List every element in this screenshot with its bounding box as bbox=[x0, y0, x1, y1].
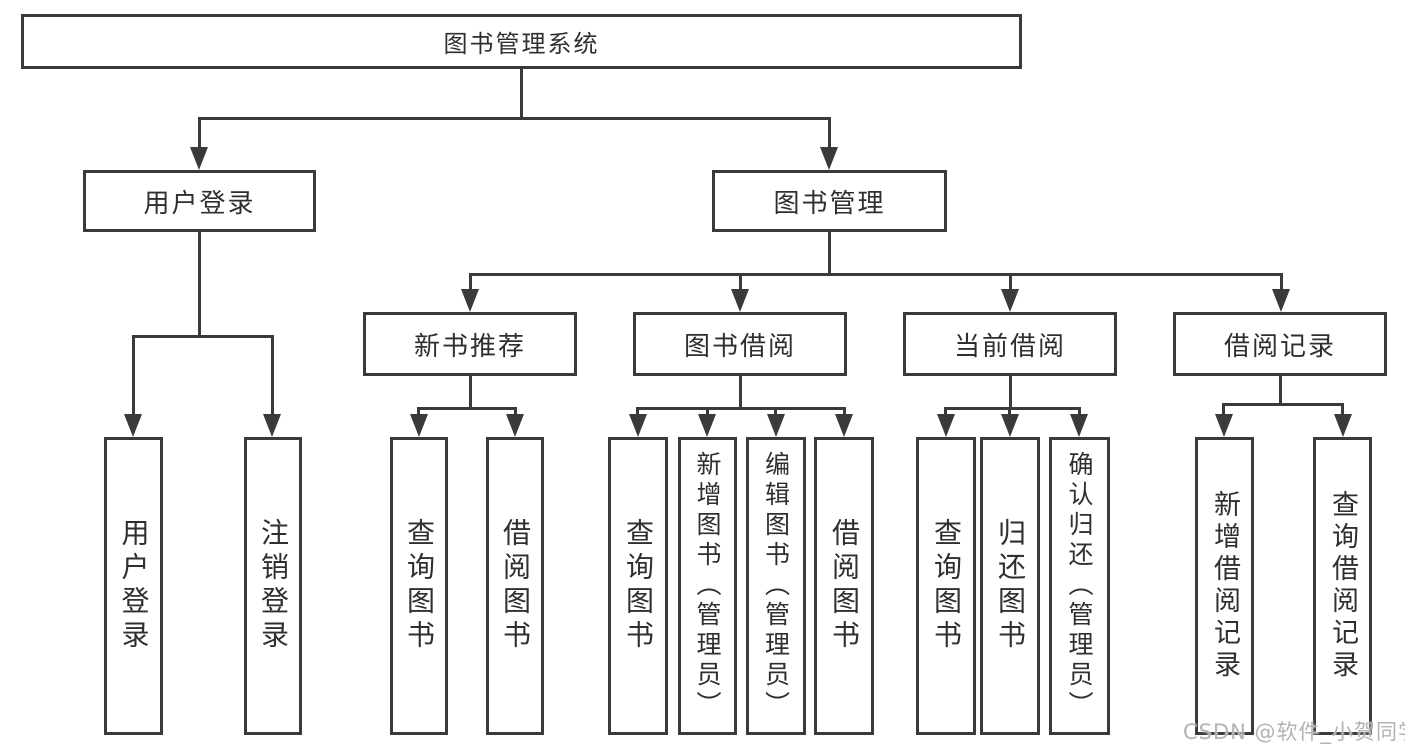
node-current-borrow: 当前借阅 bbox=[903, 312, 1117, 376]
leaf-query-books-1: 查询图书 bbox=[390, 437, 448, 735]
arrow-to-confirm-return bbox=[1070, 414, 1088, 437]
leaf-query-borrow-record: 查询借阅记录 bbox=[1313, 437, 1372, 735]
arrow-to-book-management bbox=[820, 147, 838, 170]
connector-user-login-hline bbox=[132, 335, 274, 338]
connector-l3-stem-3 bbox=[1009, 273, 1012, 295]
connector-leaf-logout-stem bbox=[271, 335, 274, 420]
leaf-borrow-books-2: 借阅图书 bbox=[814, 437, 874, 735]
arrow-to-query-books-2 bbox=[629, 414, 647, 437]
node-user-login: 用户登录 bbox=[83, 170, 316, 232]
arrow-to-current-borrow bbox=[1001, 289, 1019, 312]
node-book-management: 图书管理 bbox=[712, 170, 947, 232]
leaf-return-books: 归还图书 bbox=[980, 437, 1040, 735]
connector-level2-hline bbox=[198, 117, 831, 120]
node-borrow-record-label: 借阅记录 bbox=[1223, 331, 1336, 362]
leaf-add-book-admin: 新增图书（管理员） bbox=[678, 437, 737, 735]
node-book-management-label: 图书管理 bbox=[773, 188, 886, 219]
arrow-to-leaf-logout bbox=[263, 414, 281, 437]
node-book-borrow: 图书借阅 bbox=[633, 312, 847, 376]
node-new-book-recommend-label: 新书推荐 bbox=[413, 331, 526, 362]
node-user-login-label: 用户登录 bbox=[143, 188, 256, 219]
leaf-confirm-return-admin: 确认归还（管理员） bbox=[1049, 437, 1110, 735]
connector-new-book-down bbox=[469, 376, 472, 409]
connector-level3-hline bbox=[469, 273, 1283, 276]
node-root-label: 图书管理系统 bbox=[443, 30, 600, 58]
connector-leaf-login-stem bbox=[132, 335, 135, 420]
connector-root-stem bbox=[520, 67, 523, 119]
node-borrow-record: 借阅记录 bbox=[1173, 312, 1387, 376]
connector-l3-stem-1 bbox=[469, 273, 472, 295]
leaf-query-books-3: 查询图书 bbox=[916, 437, 976, 735]
arrow-to-book-borrow bbox=[731, 289, 749, 312]
arrow-to-query-borrow-record bbox=[1334, 414, 1352, 437]
leaf-add-borrow-record: 新增借阅记录 bbox=[1195, 437, 1254, 735]
arrow-to-borrow-record bbox=[1272, 289, 1290, 312]
connector-book-borrow-down bbox=[739, 376, 742, 409]
arrow-to-borrow-books-1 bbox=[506, 414, 524, 437]
leaf-query-books-2: 查询图书 bbox=[608, 437, 668, 735]
connector-book-management-down bbox=[828, 232, 831, 275]
leaf-borrow-books-1: 借阅图书 bbox=[486, 437, 544, 735]
arrow-to-borrow-books-2 bbox=[835, 414, 853, 437]
node-book-borrow-label: 图书借阅 bbox=[683, 331, 796, 362]
arrow-to-new-book-recommend bbox=[461, 289, 479, 312]
connector-borrow-record-down bbox=[1279, 376, 1282, 405]
connector-user-login-down bbox=[198, 232, 201, 337]
connector-user-login-stem bbox=[198, 117, 201, 151]
arrow-to-return-books bbox=[1001, 414, 1019, 437]
connector-borrow-record-hline bbox=[1222, 403, 1344, 406]
connector-book-borrow-hline bbox=[636, 407, 846, 410]
arrow-to-add-book-admin bbox=[698, 414, 716, 437]
leaf-logout: 注销登录 bbox=[244, 437, 302, 735]
node-current-borrow-label: 当前借阅 bbox=[953, 331, 1066, 362]
connector-l3-stem-2 bbox=[739, 273, 742, 295]
leaf-edit-book-admin: 编辑图书（管理员） bbox=[746, 437, 806, 735]
arrow-to-query-books-3 bbox=[937, 414, 955, 437]
csdn-watermark: CSDN @软件_小贺同学 bbox=[1183, 720, 1405, 744]
connector-l3-stem-4 bbox=[1280, 273, 1283, 295]
arrow-to-user-login bbox=[190, 147, 208, 170]
connector-current-borrow-down bbox=[1009, 376, 1012, 409]
connector-book-management-stem bbox=[828, 117, 831, 151]
node-root: 图书管理系统 bbox=[21, 14, 1022, 69]
arrow-to-edit-book-admin bbox=[767, 414, 785, 437]
connector-br-stem-2 bbox=[1341, 403, 1344, 423]
connector-br-stem-1 bbox=[1222, 403, 1225, 423]
leaf-user-login: 用户登录 bbox=[104, 437, 163, 735]
arrow-to-leaf-login bbox=[124, 414, 142, 437]
arrow-to-add-borrow-record bbox=[1215, 414, 1233, 437]
connector-current-borrow-hline bbox=[944, 407, 1081, 410]
arrow-to-query-books-1 bbox=[410, 414, 428, 437]
node-new-book-recommend: 新书推荐 bbox=[363, 312, 577, 376]
connector-new-book-hline bbox=[417, 407, 517, 410]
